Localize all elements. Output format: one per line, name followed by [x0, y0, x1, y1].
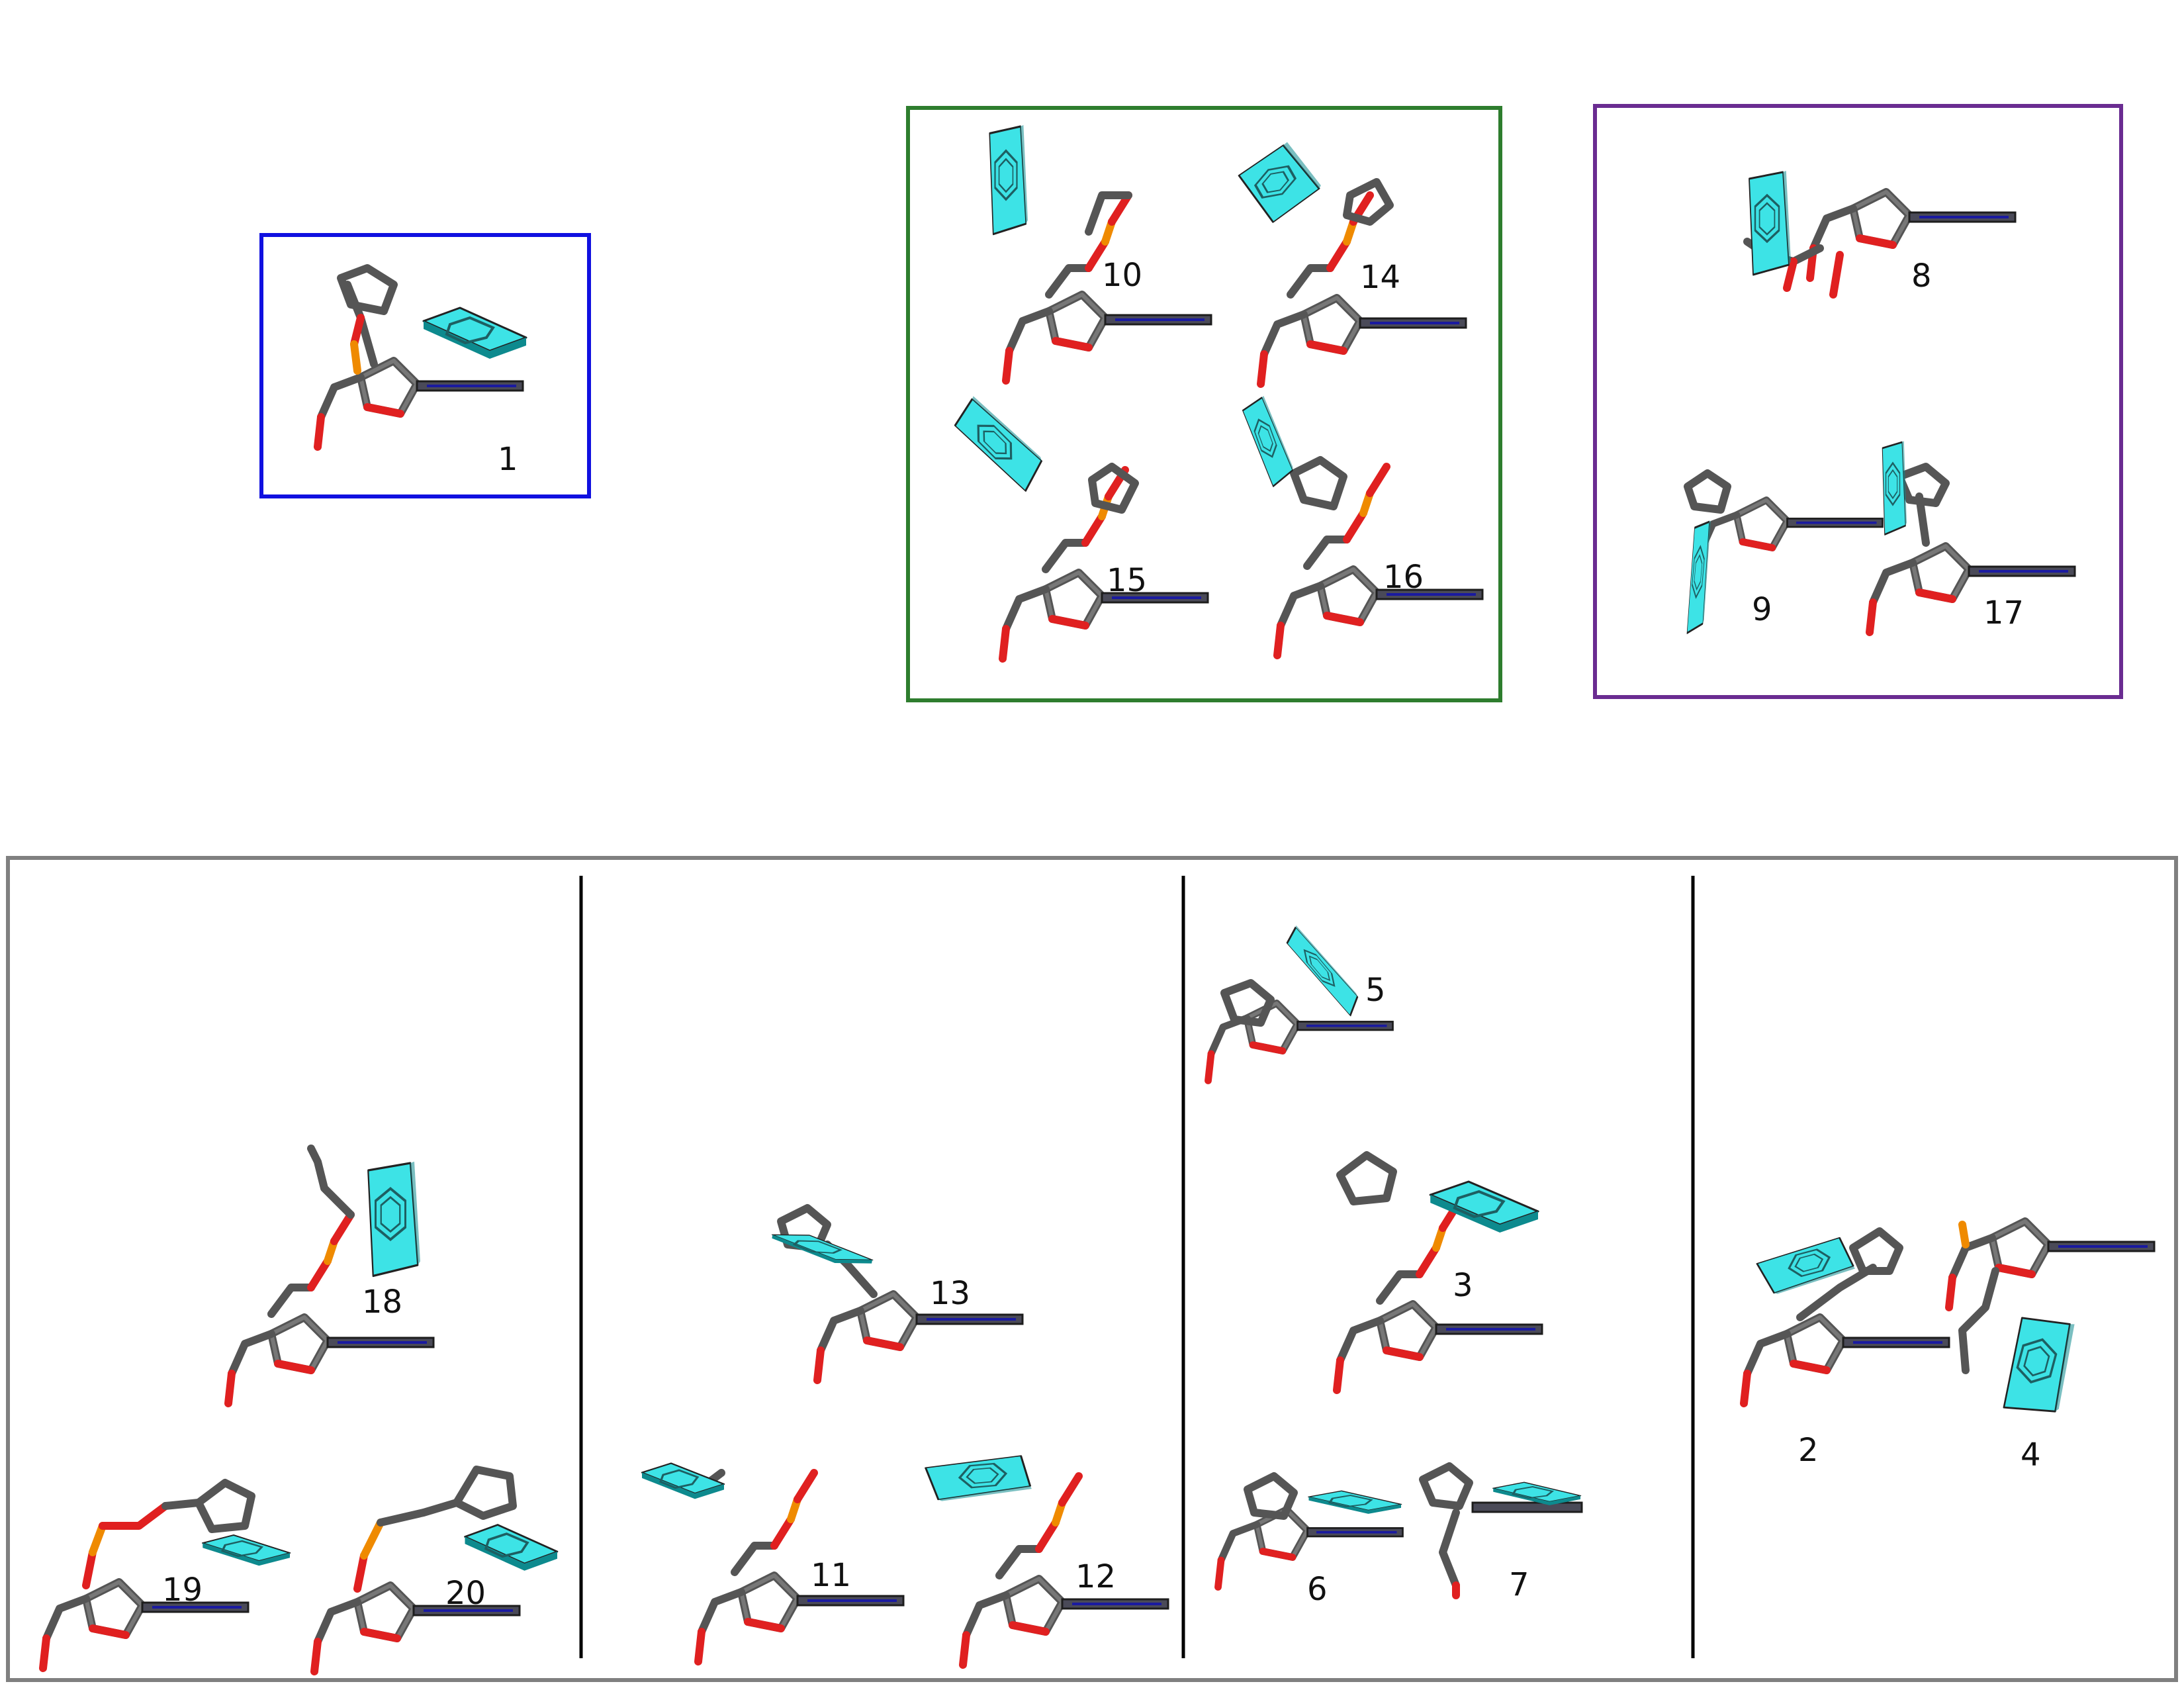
structure-18 — [228, 1145, 433, 1403]
green-group-frame — [906, 106, 1502, 702]
label-15: 15 — [1107, 562, 1147, 599]
label-19: 19 — [162, 1571, 203, 1609]
label-4: 4 — [2021, 1436, 2041, 1474]
structure-15 — [948, 392, 1208, 659]
label-16: 16 — [1383, 559, 1424, 596]
label-17: 17 — [1983, 594, 2024, 632]
label-5: 5 — [1365, 972, 1386, 1009]
label-9: 9 — [1752, 591, 1772, 628]
structure-4 — [1949, 1221, 2154, 1423]
structure-9 — [1684, 469, 1883, 634]
structure-17 — [1870, 440, 2075, 632]
label-7: 7 — [1509, 1566, 1529, 1603]
structure-14 — [1235, 137, 1466, 384]
label-1: 1 — [498, 441, 518, 478]
purple-group-frame — [1593, 104, 2123, 699]
structure-3 — [1337, 1151, 1542, 1390]
label-8: 8 — [1911, 258, 1932, 295]
green-group: 10 14 15 16 — [906, 106, 1502, 702]
structure-20 — [314, 1466, 559, 1671]
label-18: 18 — [362, 1284, 402, 1321]
structure-7 — [1419, 1462, 1583, 1599]
label-13: 13 — [930, 1275, 970, 1312]
label-3: 3 — [1453, 1267, 1473, 1304]
label-2: 2 — [1798, 1432, 1819, 1469]
structure-5 — [1208, 923, 1393, 1081]
label-10: 10 — [1102, 257, 1142, 294]
blue-group: 1 — [259, 233, 591, 498]
structure-19 — [43, 1479, 291, 1668]
structure-11 — [641, 1462, 903, 1662]
structure-10 — [989, 125, 1211, 381]
structure-1 — [318, 264, 527, 447]
purple-group: 8 9 17 — [1593, 104, 2123, 699]
bottom-panel-frame — [6, 856, 2178, 1682]
blue-group-frame — [259, 233, 591, 498]
label-6: 6 — [1307, 1571, 1328, 1608]
bottom-panel: 18 19 20 13 — [6, 856, 2178, 1682]
structure-6 — [1218, 1472, 1403, 1587]
label-12: 12 — [1075, 1558, 1116, 1595]
structure-2 — [1744, 1227, 1949, 1403]
structure-13 — [768, 1204, 1023, 1380]
structure-8 — [1743, 169, 2015, 299]
label-20: 20 — [445, 1575, 486, 1612]
structure-12 — [924, 1454, 1168, 1665]
structure-16 — [1239, 393, 1482, 655]
label-14: 14 — [1360, 259, 1400, 296]
label-11: 11 — [811, 1557, 851, 1594]
